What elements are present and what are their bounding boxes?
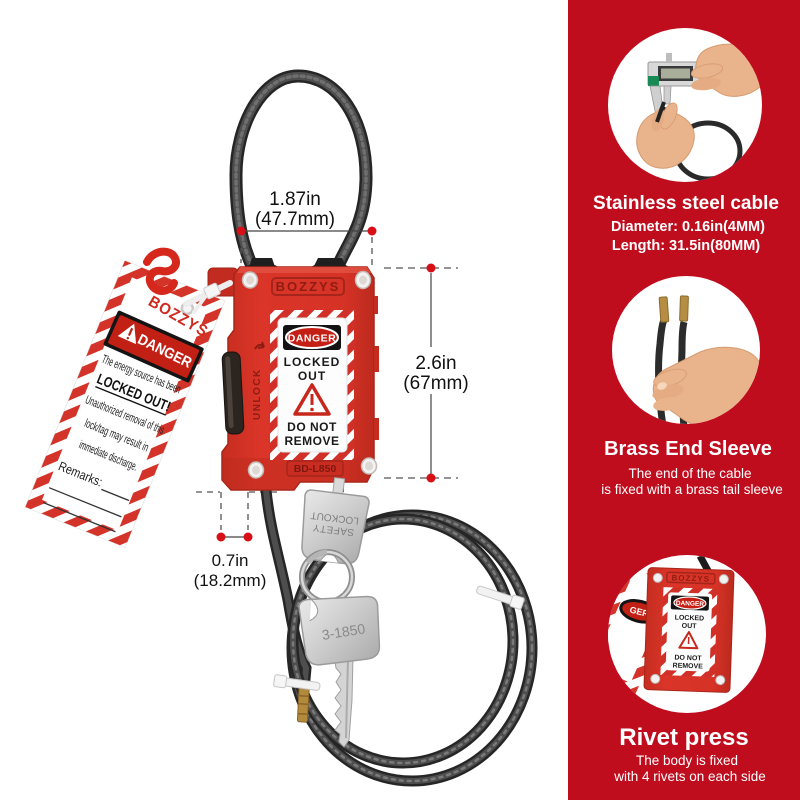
svg-text:DANGER: DANGER xyxy=(288,333,337,345)
svg-text:(18.2mm): (18.2mm) xyxy=(194,571,267,590)
svg-text:The body is fixed: The body is fixed xyxy=(636,753,738,768)
svg-text:OUT: OUT xyxy=(682,623,698,631)
svg-text:Length: 31.5in(80MM): Length: 31.5in(80MM) xyxy=(612,238,760,254)
svg-text:Stainless steel cable: Stainless steel cable xyxy=(593,193,779,214)
svg-text:DO NOT: DO NOT xyxy=(287,420,337,434)
svg-text:(67mm): (67mm) xyxy=(403,373,468,394)
svg-text:BOZZYS: BOZZYS xyxy=(276,279,341,294)
svg-text:BD-L850: BD-L850 xyxy=(294,463,337,475)
svg-text:UNLOCK: UNLOCK xyxy=(252,368,263,420)
svg-text:The end of the cable: The end of the cable xyxy=(628,466,751,481)
svg-text:LOCKED: LOCKED xyxy=(284,355,341,369)
svg-text:(47.7mm): (47.7mm) xyxy=(255,209,335,230)
svg-text:BOZZYS: BOZZYS xyxy=(671,573,710,583)
svg-text:with 4 rivets on each side: with 4 rivets on each side xyxy=(613,769,766,784)
svg-text:1.87in: 1.87in xyxy=(269,189,321,210)
svg-text:Diameter: 0.16in(4MM): Diameter: 0.16in(4MM) xyxy=(611,219,765,235)
svg-text:2.6in: 2.6in xyxy=(415,353,456,374)
svg-text:is fixed with a brass tail sle: is fixed with a brass tail sleeve xyxy=(601,482,783,497)
svg-text:REMOVE: REMOVE xyxy=(672,662,703,670)
svg-text:Rivet press: Rivet press xyxy=(619,724,748,751)
svg-text:DANGER: DANGER xyxy=(676,600,705,608)
svg-text:DO NOT: DO NOT xyxy=(674,655,702,663)
svg-text:0.7in: 0.7in xyxy=(212,551,249,570)
svg-text:REMOVE: REMOVE xyxy=(284,434,339,448)
svg-text:OUT: OUT xyxy=(298,369,326,383)
svg-text:Brass End Sleeve: Brass End Sleeve xyxy=(604,438,772,460)
svg-text:LOCKED: LOCKED xyxy=(675,614,705,622)
